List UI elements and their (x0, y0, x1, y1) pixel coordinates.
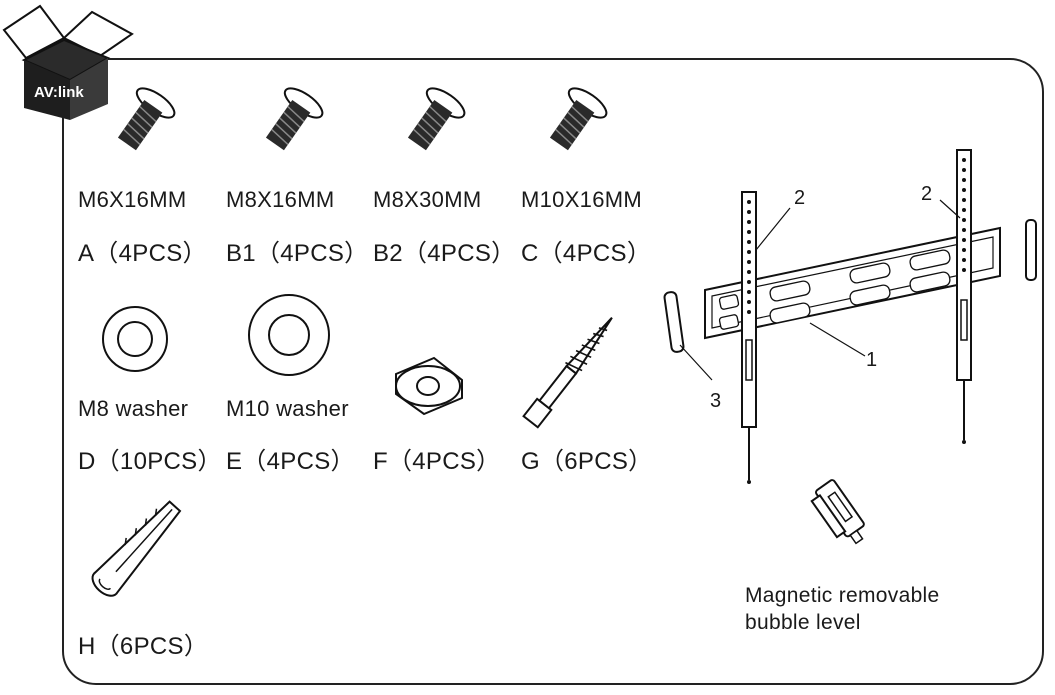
part-d-qty: D（10PCS） (78, 448, 222, 475)
m10-washer-icon (248, 294, 330, 376)
part-a-qty: A（4PCS） (78, 240, 207, 267)
parts-frame (62, 58, 1044, 685)
part-b2-size: M8X30MM (373, 187, 482, 212)
bubble-level-caption: Magnetic removable bubble level (745, 582, 940, 636)
lag-bolt-g-icon (522, 317, 613, 429)
part-g-qty: G（6PCS） (521, 448, 653, 475)
wall-anchor-h-icon (91, 500, 182, 597)
screw-b1-icon (265, 87, 324, 151)
bubble-level-line1: Magnetic removable (745, 584, 940, 607)
part-d-size: M8 washer (78, 396, 189, 421)
part-b1-size: M8X16MM (226, 187, 335, 212)
part-c-qty: C（4PCS） (521, 240, 652, 267)
part-f-qty: F（4PCS） (373, 448, 501, 475)
label-arm-right: 2 (921, 183, 933, 205)
label-safety-bar: 3 (710, 390, 722, 412)
m8-washer-icon (102, 306, 168, 372)
screw-c-icon (549, 87, 608, 151)
part-b2-qty: B2（4PCS） (373, 240, 516, 267)
part-b1-qty: B1（4PCS） (226, 240, 369, 267)
logo-text: AV:link (34, 84, 84, 101)
bubble-level-icon (810, 479, 865, 545)
label-crossbar: 1 (866, 349, 878, 371)
spacer-f-icon (395, 356, 463, 416)
wall-mount-bracket-diagram (663, 149, 1037, 484)
label-arm-left: 2 (794, 187, 806, 209)
part-h-qty: H（6PCS） (78, 633, 209, 660)
part-e-qty: E（4PCS） (226, 448, 355, 475)
bubble-level-line2: bubble level (745, 611, 861, 634)
brand-box-logo: AV:link (2, 4, 134, 120)
part-a-size: M6X16MM (78, 187, 187, 212)
part-e-size: M10 washer (226, 396, 349, 421)
screw-b2-icon (407, 87, 466, 151)
part-c-size: M10X16MM (521, 187, 642, 212)
screw-a-icon (117, 87, 176, 151)
